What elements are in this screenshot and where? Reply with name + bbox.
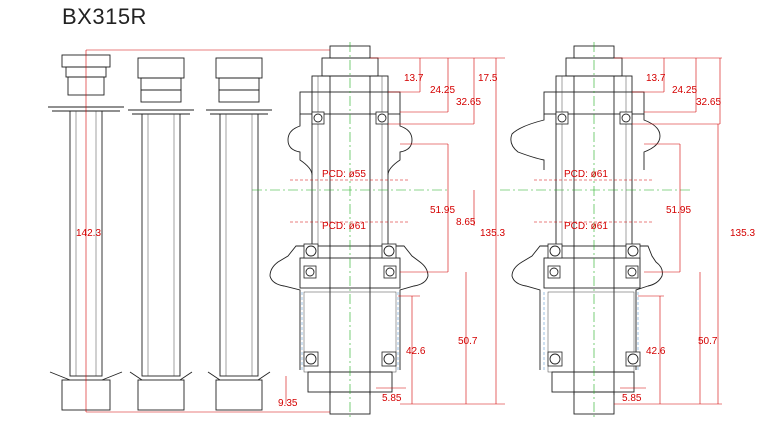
left-dim-135-3: 135.3 bbox=[480, 228, 505, 239]
left-dim-17-5: 17.5 bbox=[478, 73, 498, 84]
left-dim-51-95: 51.95 bbox=[430, 205, 455, 216]
left-dim-13-7: 13.7 bbox=[404, 73, 424, 84]
left-dim-24-25: 24.25 bbox=[430, 85, 455, 96]
left-dim-50-7: 50.7 bbox=[458, 336, 478, 347]
right-dim-13-7: 13.7 bbox=[646, 73, 666, 84]
hub-side-view-a bbox=[128, 57, 194, 411]
right-section-view: PCD: ø61 PCD: ø61 13.7 24.25 32.65 51.95… bbox=[500, 42, 755, 420]
left-pcd-upper: PCD: ø55 bbox=[322, 169, 366, 180]
right-dim-5-85: 5.85 bbox=[622, 393, 642, 404]
right-dim-24-25: 24.25 bbox=[672, 85, 697, 96]
right-dim-32-65: 32.65 bbox=[696, 97, 721, 108]
right-dim-50-7: 50.7 bbox=[698, 336, 718, 347]
right-pcd-lower: PCD: ø61 bbox=[564, 221, 608, 232]
left-dim-8-65: 8.65 bbox=[456, 217, 476, 228]
length-label: 142.3 bbox=[76, 228, 101, 239]
left-dim-5-85: 5.85 bbox=[382, 393, 402, 404]
right-dim-51-95: 51.95 bbox=[666, 205, 691, 216]
left-dim-9-35: 9.35 bbox=[278, 398, 298, 409]
right-dim-42-6: 42.6 bbox=[646, 346, 666, 357]
axle-side-view: 142.3 bbox=[48, 50, 124, 412]
right-pcd-upper: PCD: ø61 bbox=[564, 169, 608, 180]
left-dim-32-65: 32.65 bbox=[456, 97, 481, 108]
left-pcd-lower: PCD: ø61 bbox=[322, 221, 366, 232]
right-dim-135-3: 135.3 bbox=[730, 228, 755, 239]
drawing-title: BX315R bbox=[62, 4, 147, 29]
left-dim-42-6: 42.6 bbox=[406, 346, 426, 357]
left-section-view: PCD: ø55 PCD: ø61 13.7 24.25 32.65 17.5 … bbox=[252, 42, 505, 420]
hub-side-view-b bbox=[206, 57, 272, 411]
